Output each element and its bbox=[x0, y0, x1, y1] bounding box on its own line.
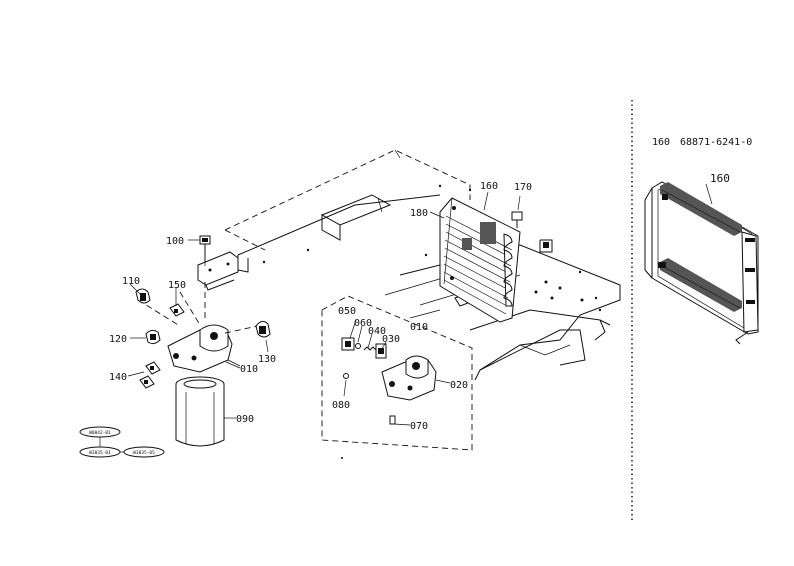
bolt-170 bbox=[511, 195, 523, 228]
callout-080: 080 bbox=[332, 400, 350, 411]
callout-070: 070 bbox=[410, 421, 428, 432]
callout-050: 050 bbox=[338, 306, 356, 317]
detail-header: 160 68871-6241-0 bbox=[652, 137, 752, 148]
assembly-detail-box bbox=[321, 295, 473, 451]
serial-badge-1: W0042-01 bbox=[89, 430, 111, 436]
callout-100: 100 bbox=[166, 236, 184, 247]
callout-160-main: 160 bbox=[480, 181, 498, 192]
callout-010-main: 010 bbox=[410, 322, 428, 333]
callout-130: 130 bbox=[258, 354, 276, 365]
callout-160-detail: 160 bbox=[710, 172, 730, 185]
callout-090: 090 bbox=[236, 414, 254, 425]
callout-110: 110 bbox=[122, 276, 140, 287]
callout-060: 060 bbox=[354, 318, 372, 329]
left-filter-assembly bbox=[127, 235, 271, 447]
callout-120: 120 bbox=[109, 334, 127, 345]
oil-cooler-main bbox=[429, 191, 521, 323]
callout-020: 020 bbox=[450, 380, 468, 391]
callout-170: 170 bbox=[514, 182, 532, 193]
callout-010-left: 010 bbox=[240, 364, 258, 375]
callout-140: 140 bbox=[109, 372, 127, 383]
serial-badge-2: W3035-01 bbox=[89, 450, 111, 456]
callout-040: 040 bbox=[368, 326, 386, 337]
serial-badge-3: W3035-05 bbox=[133, 450, 155, 456]
oil-cooler-detail-drawing bbox=[644, 181, 759, 345]
relief-valve-parts bbox=[341, 319, 411, 426]
callout-030: 030 bbox=[382, 334, 400, 345]
filter-head-020 bbox=[381, 355, 451, 401]
callout-180: 180 bbox=[410, 208, 428, 219]
detail-part-label: 160 bbox=[652, 137, 670, 148]
serial-badges: W0042-01 W3035-01 W3035-05 bbox=[79, 426, 165, 458]
callout-150: 150 bbox=[168, 280, 186, 291]
callout-labels: 100 110 150 120 130 010 140 090 160 170 … bbox=[109, 181, 532, 432]
tractor-frame-outline bbox=[224, 149, 621, 381]
detail-part-number: 68871-6241-0 bbox=[680, 137, 752, 148]
